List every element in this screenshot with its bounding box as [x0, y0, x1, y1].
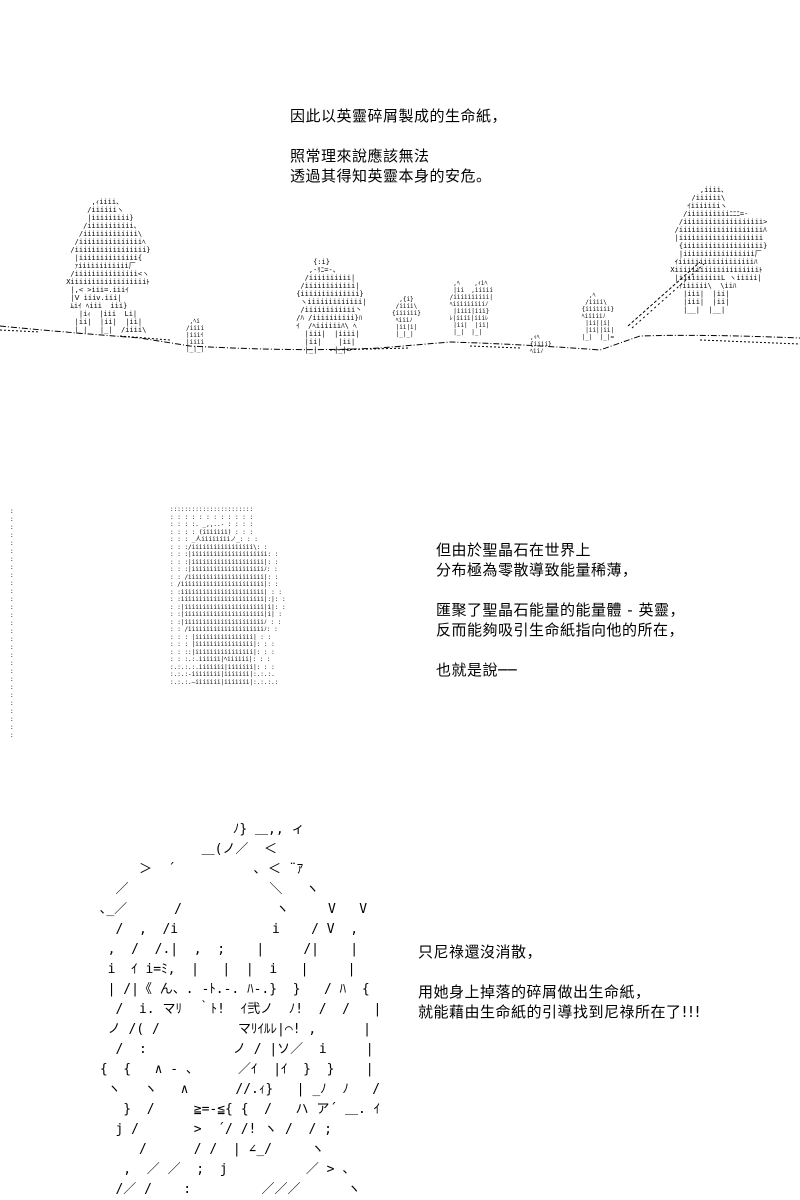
narration-line: 就能藉由生命紙的引導找到尼祿所在了!!! — [418, 1003, 702, 1021]
narration-line: 也就是說── — [436, 661, 518, 679]
line-gap — [436, 580, 685, 600]
panel1-narration: 因此以英靈碎屑製成的生命紙， 照常理來說應該無法 透過其得知英靈本身的安危。 — [290, 106, 507, 186]
ground-line — [0, 325, 800, 351]
narration-line: 只尼祿還沒消散， — [418, 943, 543, 961]
ground-and-spear-art — [0, 261, 800, 351]
character-face-art: ﾉ} ＿,, ィ ＿(ノ／ ＜ ＞ ´ ､ ＜ ¨ｱ ／ ＼ ヽ ､_／ / ヽ… — [99, 822, 382, 1197]
spear-shaft — [627, 261, 701, 327]
panel3-narration: 只尼祿還沒消散， 用她身上掉落的碎屑做出生命紙， 就能藉由生命紙的引導找到尼祿所… — [418, 942, 701, 1022]
glowing-figure-art: ::::::::::::::::::::::: : : : : : : : : … — [170, 506, 286, 686]
figure-small-1: ,ﾍi /iiii |iiiｲ |iiii |_|_| — [186, 318, 205, 353]
figure-small-4: ,ｨﾍ {iiii} ﾍiiﾉ — [530, 334, 552, 355]
figure-small-2: ,{i} /iiii\ {iiiiii} ﾍiiiﾉ |ii|i| |_|_| — [392, 296, 421, 338]
narration-line: 用她身上掉落的碎屑做出生命紙， — [418, 983, 651, 1001]
narration-line: 分布極為零散導致能量稀薄， — [436, 561, 638, 579]
line-gap — [418, 962, 701, 982]
panel2-narration: 但由於聖晶石在世界上 分布極為零散導致能量稀薄， 匯聚了聖晶石能量的能量體 - … — [436, 540, 685, 680]
figure-small-5: ,ﾍ /iiii\ {iiiiiii} ﾍiiiiiﾉ |ii||i| |ii|… — [581, 292, 615, 341]
line-gap — [436, 640, 685, 660]
left-edge-dots: : : : : : : : : : : : : : : : : : : : : … — [10, 508, 14, 739]
ground-texture — [0, 329, 800, 351]
narration-line: 但由於聖晶石在世界上 — [436, 541, 592, 559]
narration-line: 反而能夠吸引生命紙指向他的所在， — [436, 621, 685, 639]
spear-shaft-edge — [631, 263, 705, 329]
figure-tall-left: ,ｨiiii、 /iiiiiiヽ |iiiiiiiii} /iiiiiiiiii… — [66, 198, 151, 334]
figure-tall-right: ,iiii、 /iiiiii\ ｲiiiiiiiヽ /iiiiiiiiiiﾆﾆﾆ… — [670, 186, 768, 314]
narration-line: 照常理來說應該無法 — [290, 147, 430, 165]
narration-line: 匯聚了聖晶石能量的能量體 - 英靈， — [436, 601, 685, 619]
narration-line: 透過其得知英靈本身的安危。 — [290, 167, 492, 185]
figure-small-3: ,ﾍ ,ｨiﾍ |ii ,iiiii /iiiiiiiiii| ﾍiiiiiii… — [449, 280, 493, 336]
narration-line: 因此以英靈碎屑製成的生命紙， — [290, 107, 508, 125]
